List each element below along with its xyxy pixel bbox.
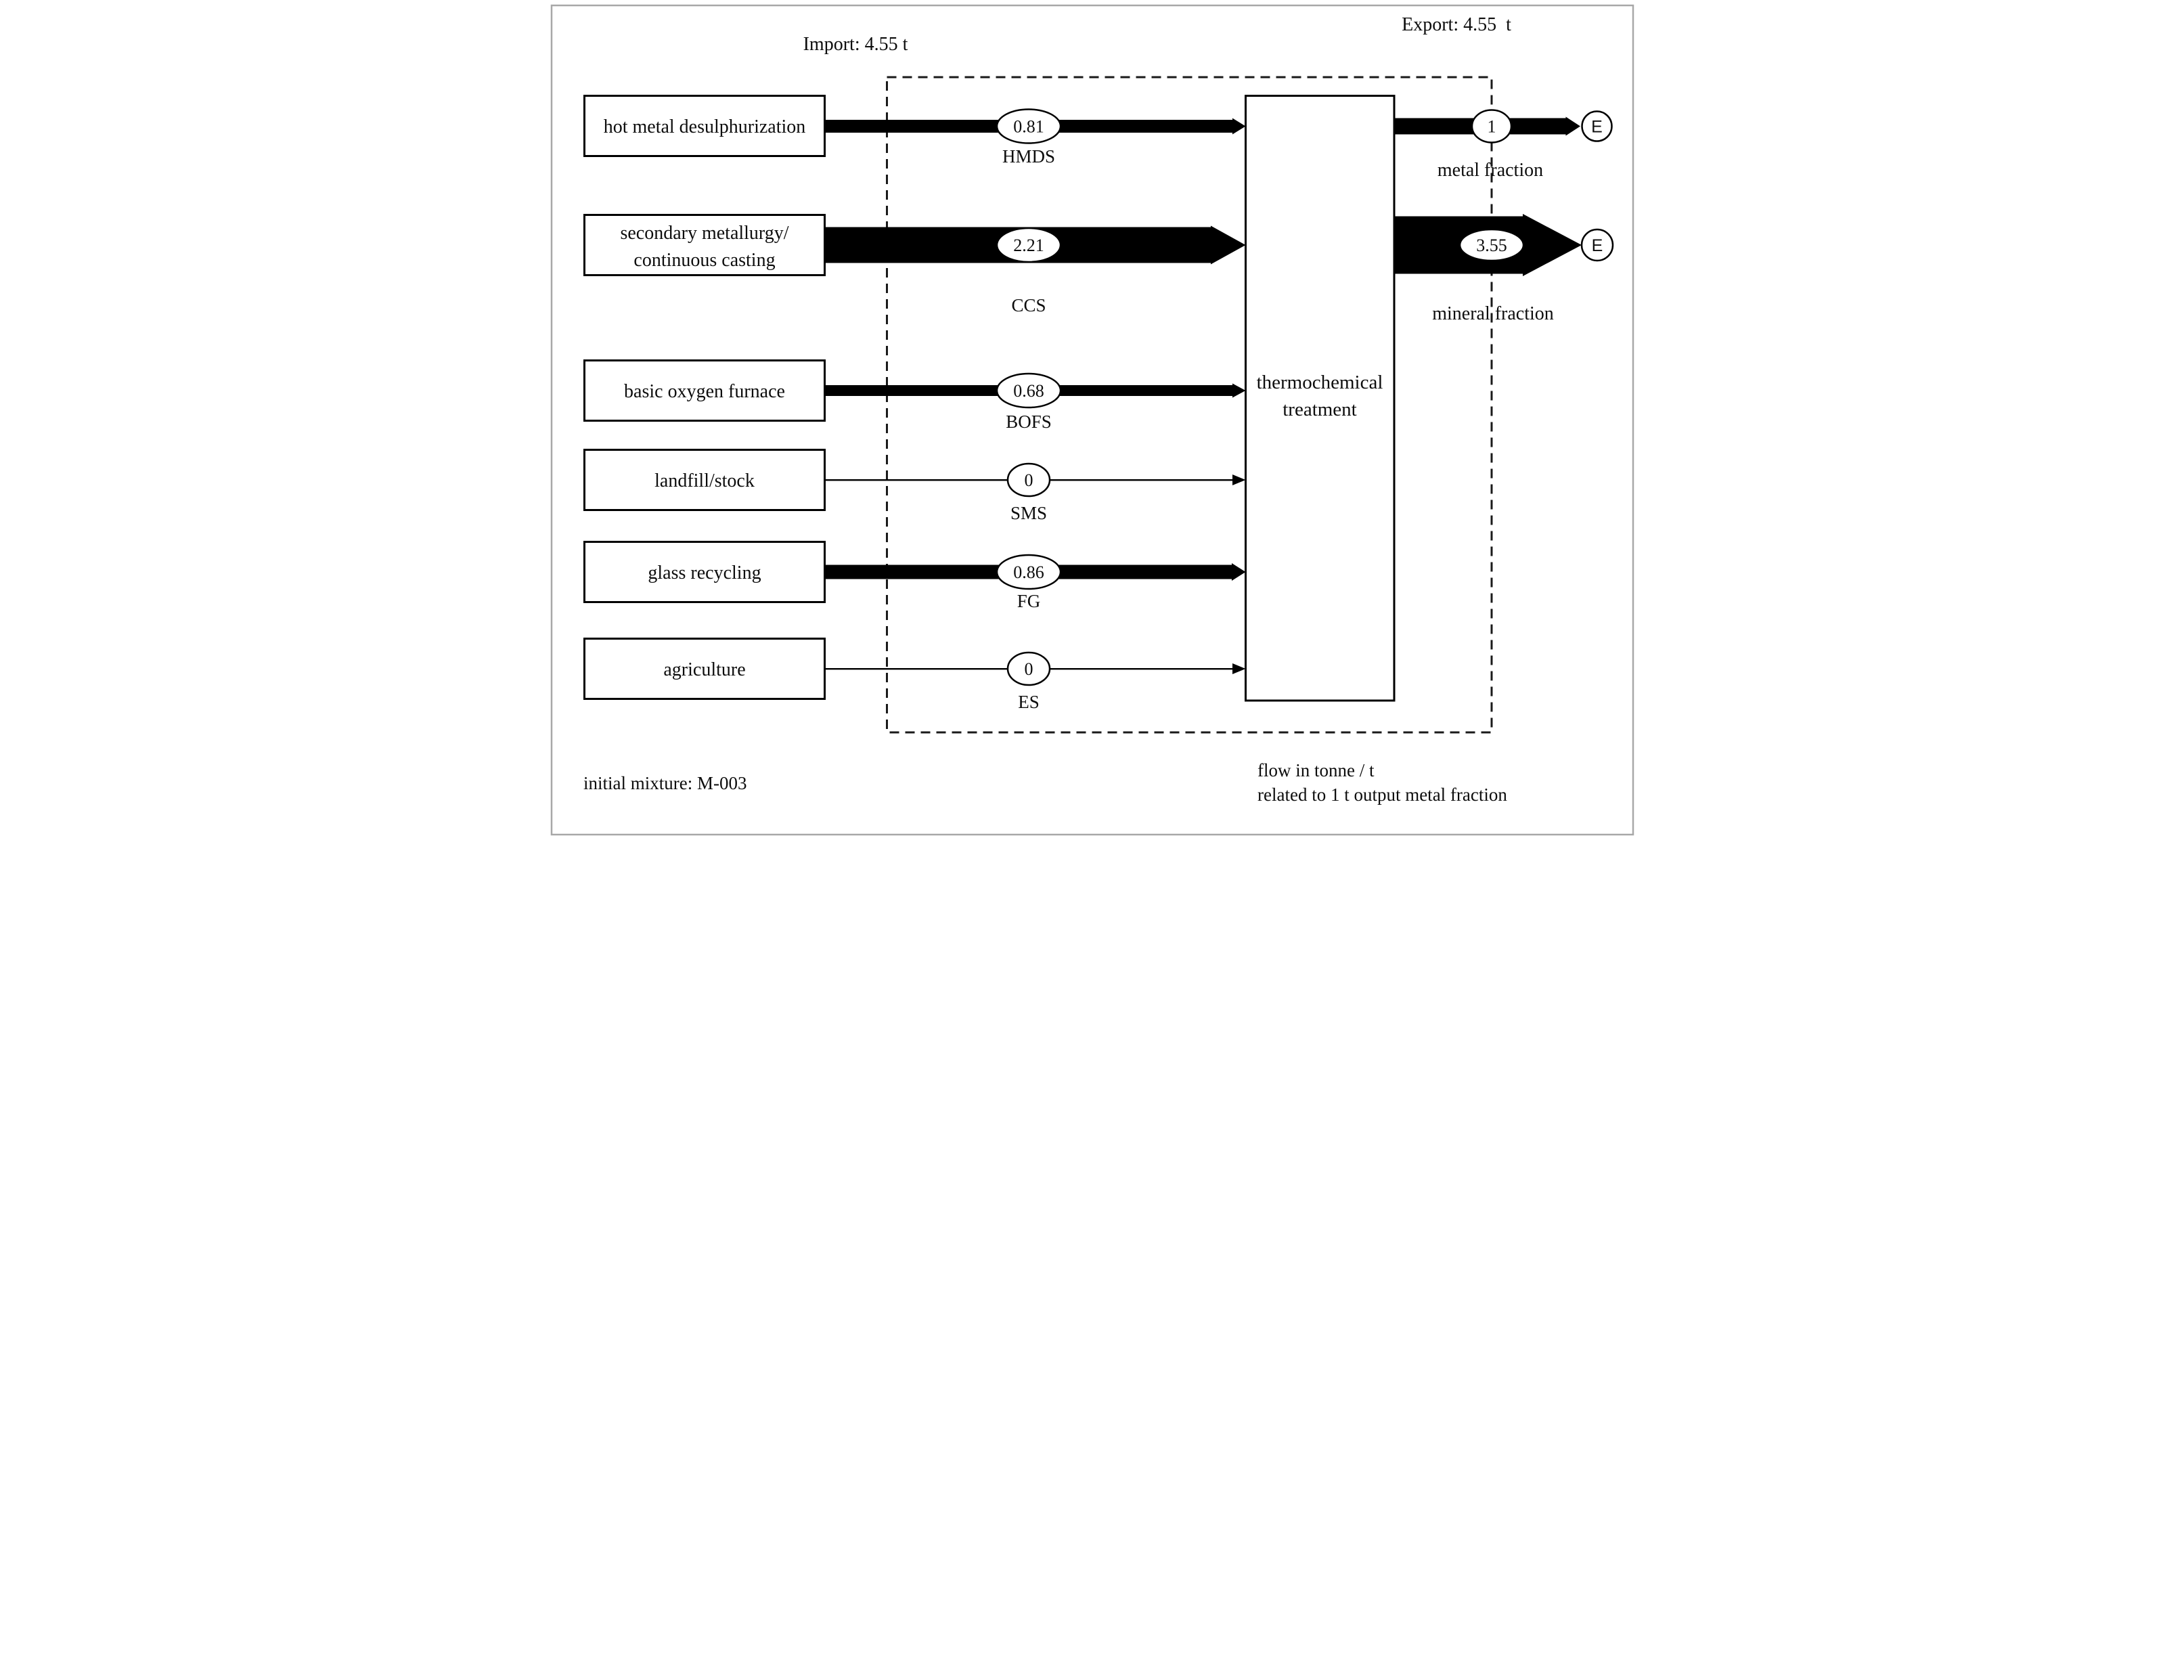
source-box-basic-oxygen-furnace <box>583 359 826 422</box>
export-total-label: Export: 4.55 t <box>1402 14 1511 35</box>
source-box-label: agriculture <box>663 659 745 680</box>
footer-initial-mixture: initial mixture: M-003 <box>583 773 746 793</box>
footer-unit-note-line1: flow in tonne / t <box>1257 760 1375 780</box>
export-terminal-letter-mineral: E <box>1591 236 1603 255</box>
badge-ellipse-ccs <box>996 227 1061 263</box>
footer-unit-note-line2: related to 1 t output metal fraction <box>1257 784 1507 805</box>
source-box-agriculture <box>583 638 826 700</box>
flow-arrowhead-es <box>1232 663 1245 674</box>
process-label-line2: treatment <box>1283 399 1357 420</box>
material-flow-diagram: Import: 4.55 t Export: 4.55 t hot metal … <box>550 4 1634 836</box>
export-terminals: E E <box>1580 110 1613 262</box>
source-box-label: landfill/stock <box>654 470 755 491</box>
badge-ellipse-hmds <box>996 108 1061 144</box>
flow-code-ccs: CCS <box>1011 295 1046 315</box>
flow-value-sms: 0 <box>1024 470 1033 490</box>
system-boundary-dashed-rect <box>885 76 1492 734</box>
export-terminal-circle-mineral <box>1580 228 1613 262</box>
flow-code-hmds: HMDS <box>1002 146 1054 167</box>
badge-ellipse-bofs <box>996 372 1061 409</box>
source-box-label: glass recycling <box>648 562 761 583</box>
source-box-label: hot metal desulphurization <box>603 116 805 137</box>
badge-ellipse-fg <box>996 554 1061 590</box>
source-box-landfill-stock <box>583 449 826 511</box>
process-label-line1: thermochemical <box>1256 372 1383 393</box>
export-terminal-letter-metal: E <box>1591 118 1603 137</box>
badge-ellipse-metal-fraction <box>1471 109 1512 143</box>
source-box-label: basic oxygen furnace <box>624 381 785 402</box>
source-box-glass-recycling <box>583 541 826 603</box>
flow-value-hmds: 0.81 <box>1013 117 1044 137</box>
source-box-label-line1: secondary metallurgy/ <box>620 223 788 244</box>
flow-value-es: 0 <box>1024 659 1033 679</box>
flow-code-labels: HMDS CCS BOFS SMS FG ES <box>1002 146 1054 712</box>
badge-ellipse-mineral-fraction <box>1458 228 1524 262</box>
output-label-metal-fraction: metal fraction <box>1437 160 1542 181</box>
material-flow-figure: Import: 4.55 t Export: 4.55 t hot metal … <box>545 0 1639 840</box>
source-box-secondary-metallurgy <box>583 214 826 276</box>
badge-ellipse-sms <box>1006 462 1050 498</box>
flow-code-sms: SMS <box>1010 503 1046 523</box>
import-total-label: Import: 4.55 t <box>803 34 908 55</box>
flow-value-badges <box>996 108 1524 686</box>
output-label-mineral-fraction: mineral fraction <box>1432 303 1554 324</box>
flow-value-mineral-fraction: 3.55 <box>1476 236 1507 255</box>
badge-ellipse-es <box>1006 651 1050 686</box>
flow-value-ccs: 2.21 <box>1013 236 1044 255</box>
flow-value-fg: 0.86 <box>1013 562 1044 582</box>
flow-value-bofs: 0.68 <box>1013 381 1044 401</box>
flow-value-metal-fraction: 1 <box>1487 117 1496 137</box>
flow-code-fg: FG <box>1017 591 1040 611</box>
flow-arrowhead-sms <box>1232 474 1245 485</box>
process-box-thermochemical-treatment <box>1244 95 1395 702</box>
figure-frame <box>550 4 1634 836</box>
flow-value-texts: 0.81 2.21 0.68 0 0.86 0 1 3.55 <box>1013 117 1507 680</box>
source-boxes: hot metal desulphurization secondary met… <box>583 95 826 700</box>
flow-code-es: ES <box>1018 692 1040 712</box>
source-box-hot-metal-desulphurization <box>583 95 826 157</box>
source-box-label-line2: continuous casting <box>633 250 775 271</box>
export-terminal-circle-metal <box>1580 110 1613 142</box>
flow-code-bofs: BOFS <box>1006 412 1052 432</box>
